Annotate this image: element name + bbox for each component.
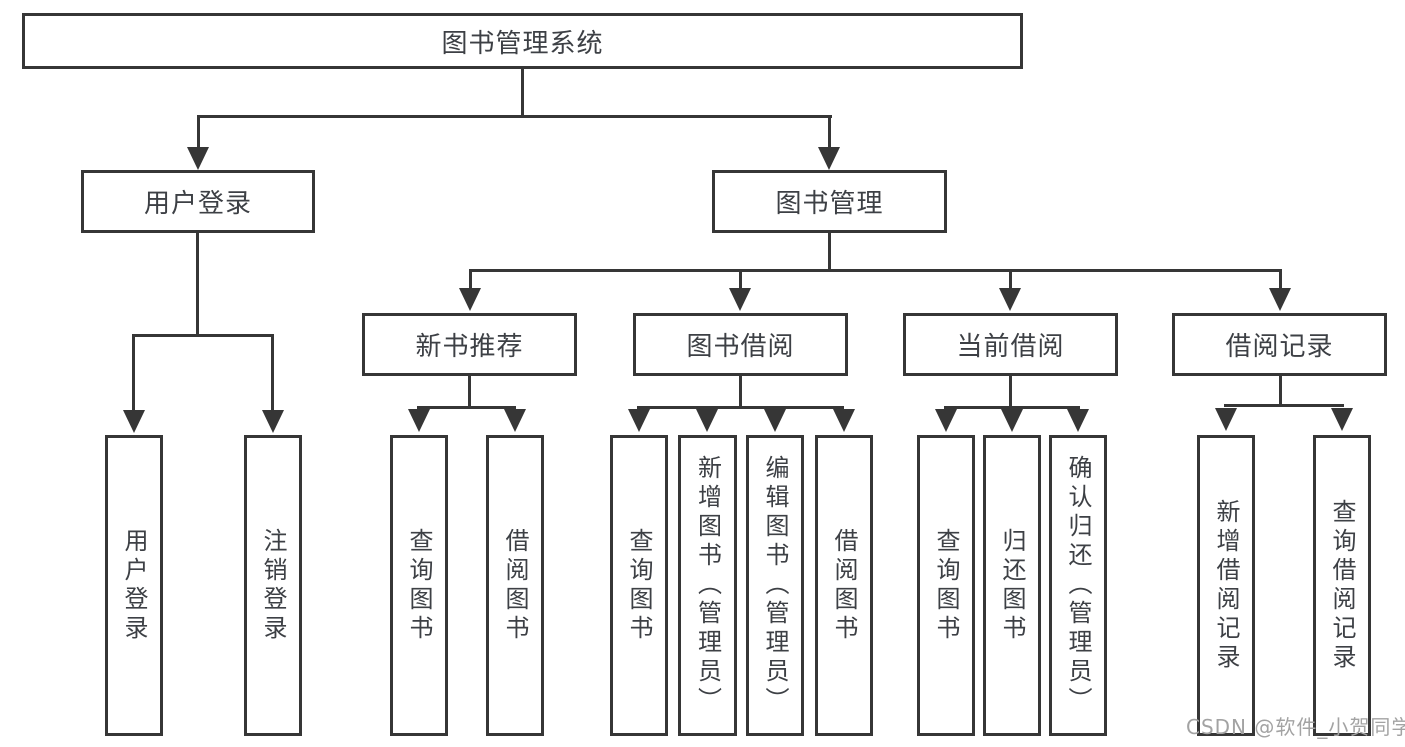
node-label: 归还图书 <box>998 527 1026 644</box>
node-label: 图书借阅 <box>686 332 795 362</box>
node-label: 借阅图书 <box>830 527 858 644</box>
arrowhead-down-icon <box>833 409 855 432</box>
node-label: 查询图书 <box>405 527 433 644</box>
node-label: 新增图书（管理员） <box>693 455 722 716</box>
csdn-watermark: CSDN @软件_小贺同学 <box>1186 715 1405 739</box>
leaf-node-logout: 注销登录 <box>244 435 302 736</box>
arrowhead-down-icon <box>459 288 481 311</box>
connector-line <box>1224 404 1344 407</box>
leaf-node-borrow-books: 借阅图书 <box>486 435 544 736</box>
connector-line <box>197 115 832 118</box>
arrowhead-down-icon <box>187 147 209 170</box>
arrowhead-down-icon <box>764 409 786 432</box>
connector-line <box>1279 376 1282 406</box>
connector-line <box>468 376 471 408</box>
connector-line <box>1009 271 1012 290</box>
connector-line <box>828 117 831 149</box>
node-label: 当前借阅 <box>956 332 1065 362</box>
arrowhead-down-icon <box>935 409 957 432</box>
arrowhead-down-icon <box>999 288 1021 311</box>
connector-line <box>417 406 516 409</box>
connector-line <box>469 269 1282 272</box>
node-label: 用户登录 <box>120 527 148 644</box>
leaf-node-confirm-return-admin: 确认归还（管理员） <box>1049 435 1107 736</box>
node-book-borrow: 图书借阅 <box>633 313 848 376</box>
arrowhead-down-icon <box>628 409 650 432</box>
arrowhead-down-icon <box>504 409 526 432</box>
leaf-node-query-borrow-record: 查询借阅记录 <box>1313 435 1371 736</box>
node-label: 借阅图书 <box>501 527 529 644</box>
arrowhead-down-icon <box>123 410 145 433</box>
connector-line <box>944 406 1080 409</box>
leaf-node-query-books: 查询图书 <box>610 435 668 736</box>
node-borrow-record: 借阅记录 <box>1172 313 1387 376</box>
arrowhead-down-icon <box>262 410 284 433</box>
leaf-node-add-books-admin: 新增图书（管理员） <box>678 435 737 736</box>
node-label: 注销登录 <box>259 527 287 644</box>
arrowhead-down-icon <box>1067 409 1089 432</box>
connector-line <box>196 233 199 336</box>
connector-line <box>1009 376 1012 408</box>
arrowhead-down-icon <box>696 409 718 432</box>
connector-line <box>521 69 524 118</box>
connector-line <box>637 406 844 409</box>
leaf-node-query-books: 查询图书 <box>917 435 975 736</box>
connector-line <box>271 334 274 412</box>
connector-line <box>1279 271 1282 290</box>
node-label: 查询图书 <box>625 527 653 644</box>
node-label: 新书推荐 <box>415 332 524 362</box>
node-book-management: 图书管理 <box>712 170 947 233</box>
arrowhead-down-icon <box>729 288 751 311</box>
arrowhead-down-icon <box>1215 408 1237 431</box>
leaf-node-return-books: 归还图书 <box>983 435 1041 736</box>
leaf-node-query-books: 查询图书 <box>390 435 448 736</box>
connector-line <box>739 271 742 290</box>
node-label: 用户登录 <box>143 189 252 219</box>
node-label: 确认归还（管理员） <box>1064 455 1092 716</box>
arrowhead-down-icon <box>1331 408 1353 431</box>
arrowhead-down-icon <box>1269 288 1291 311</box>
connector-line <box>469 271 472 290</box>
node-label: 新增借阅记录 <box>1212 498 1240 673</box>
connector-line <box>132 334 274 337</box>
node-label: 借阅记录 <box>1225 332 1334 362</box>
node-label: 图书管理系统 <box>441 28 604 59</box>
node-label: 图书管理 <box>775 189 884 219</box>
connector-line <box>828 233 831 272</box>
connector-line <box>132 334 135 412</box>
node-new-book-recommend: 新书推荐 <box>362 313 577 376</box>
node-root-library-system: 图书管理系统 <box>22 13 1023 69</box>
node-label: 查询图书 <box>932 527 960 644</box>
leaf-node-edit-books-admin: 编辑图书（管理员） <box>746 435 804 736</box>
connector-line <box>197 117 200 149</box>
node-user-login: 用户登录 <box>81 170 315 233</box>
arrowhead-down-icon <box>1001 409 1023 432</box>
node-label: 编辑图书（管理员） <box>761 455 789 716</box>
arrowhead-down-icon <box>408 409 430 432</box>
node-current-borrow: 当前借阅 <box>903 313 1118 376</box>
leaf-node-user-login: 用户登录 <box>105 435 163 736</box>
connector-line <box>739 376 742 408</box>
leaf-node-borrow-books: 借阅图书 <box>815 435 873 736</box>
arrowhead-down-icon <box>818 147 840 170</box>
node-label: 查询借阅记录 <box>1328 498 1356 673</box>
leaf-node-add-borrow-record: 新增借阅记录 <box>1197 435 1255 736</box>
